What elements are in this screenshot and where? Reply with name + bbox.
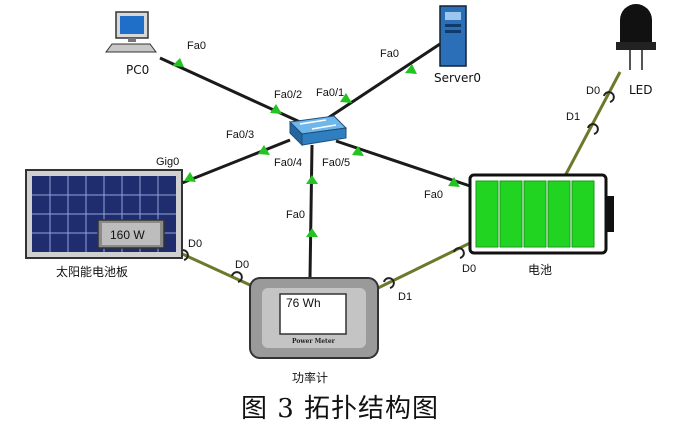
battery-device[interactable]: 电池 (468, 173, 614, 277)
marker-meter-fa0 (306, 228, 318, 237)
link-server-switch (327, 42, 441, 120)
server-tower (439, 5, 467, 67)
meter-label: 功率计 (292, 370, 328, 385)
pc-screen (120, 16, 144, 34)
port-label: Fa0 (286, 209, 305, 221)
figure-caption: 图 3 拓扑结构图 (240, 394, 440, 424)
server-device[interactable]: Server0 (434, 5, 481, 85)
meter-reading: 76 Wh (286, 296, 321, 310)
marker-server-fa0 (405, 64, 417, 74)
solar-label: 太阳能电池板 (56, 264, 128, 279)
link-solar-switch (181, 138, 291, 185)
marker-switch-fa03 (258, 145, 270, 155)
pc-stand (128, 38, 136, 42)
led-base (616, 42, 656, 50)
port-label: D0 (586, 85, 600, 97)
led-dome (620, 4, 652, 42)
battery-terminal (606, 196, 614, 232)
iot-connectors (177, 91, 615, 289)
solar-panel-device[interactable]: 160 W 太阳能电池板 (25, 169, 183, 279)
port-label: Fa0/3 (226, 129, 254, 141)
connector-meter-d0 (231, 271, 243, 283)
pc-label: PC0 (126, 63, 149, 77)
port-label: D1 (398, 291, 412, 303)
port-label: Fa0/4 (274, 157, 302, 169)
port-label: Fa0/2 (274, 89, 302, 101)
marker-solar-gig0 (184, 172, 196, 182)
connector-led-d0 (603, 91, 615, 103)
solar-reading: 160 W (110, 228, 145, 242)
link-solar-meter (177, 250, 251, 287)
power-meter-device[interactable]: 76 Wh Power Meter 功率计 (249, 277, 379, 385)
port-label: D1 (566, 111, 580, 123)
connector-meter-d1 (383, 277, 395, 289)
port-label: D0 (188, 238, 202, 250)
meter-brand: Power Meter (292, 338, 336, 345)
pc-keyboard (105, 43, 157, 53)
port-label: D0 (462, 263, 476, 275)
battery-label: 电池 (528, 263, 552, 277)
server-face (445, 12, 461, 20)
marker-switch-fa01 (340, 93, 352, 103)
led-label: LED (629, 83, 653, 97)
link-markers (172, 58, 460, 237)
switch-device[interactable] (288, 115, 348, 147)
server-drive (445, 30, 461, 33)
marker-pc-fa0 (172, 58, 184, 67)
solar-grid (32, 176, 176, 252)
connector-battery-d0 (453, 247, 465, 259)
battery-cells (475, 180, 595, 248)
marker-battery-fa0 (448, 177, 460, 187)
port-labels: Fa0 Fa0/2 Fa0 Fa0/1 Fa0/3 Gig0 Fa0/4 Fa0… (156, 40, 600, 303)
led-device[interactable]: LED (616, 4, 656, 97)
port-label: Fa0 (187, 40, 206, 52)
port-label: Fa0 (380, 48, 399, 60)
server-drive (445, 24, 461, 27)
marker-switch-fa02 (270, 104, 282, 114)
link-meter-switch (308, 144, 314, 279)
marker-switch-fa05 (352, 146, 364, 156)
marker-switch-fa04 (306, 175, 318, 184)
port-label: Fa0 (424, 189, 443, 201)
ethernet-links (159, 42, 471, 279)
meter-screen (279, 293, 347, 335)
pc-device[interactable]: PC0 (105, 11, 157, 77)
port-label: Fa0/1 (316, 87, 344, 99)
link-battery-switch (335, 139, 471, 188)
port-label: Gig0 (156, 156, 179, 168)
switch-side (289, 120, 303, 147)
server-label: Server0 (434, 71, 481, 85)
port-label: D0 (235, 259, 249, 271)
solar-display-screen (102, 223, 160, 245)
port-label: Fa0/5 (322, 157, 350, 169)
switch-arrows-icon (299, 119, 337, 130)
connector-battery-d1 (587, 123, 599, 135)
